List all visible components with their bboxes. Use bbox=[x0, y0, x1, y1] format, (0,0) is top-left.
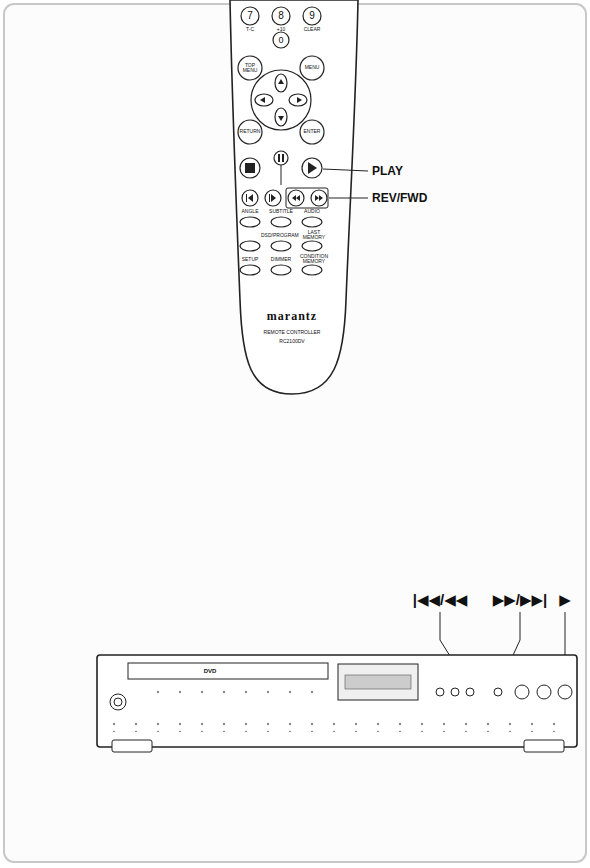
callout-label: PLAY bbox=[372, 165, 452, 178]
button-label: CLEAR bbox=[300, 27, 324, 32]
button-label: MENU bbox=[302, 65, 322, 70]
callout-label: ▶ bbox=[550, 592, 580, 608]
button-label: +10 bbox=[269, 27, 293, 32]
remote-body bbox=[230, 0, 358, 394]
button-label: RETURN bbox=[239, 129, 261, 134]
dvd-player-front-panel bbox=[97, 655, 577, 752]
button-label: CONDITION MEMORY bbox=[299, 254, 329, 265]
button-symbols bbox=[245, 79, 323, 202]
button-label: SETUP bbox=[235, 257, 265, 262]
button-label: TOP MENU bbox=[241, 63, 259, 74]
remote-buttons bbox=[238, 7, 327, 275]
callout-label: |◀◀/◀◀ bbox=[390, 592, 490, 608]
model-text: RC2100DV bbox=[247, 339, 337, 344]
button-label: SUBTITLE bbox=[266, 209, 296, 214]
button-label: DIMMER bbox=[266, 257, 296, 262]
button-label: ENTER bbox=[301, 129, 323, 134]
button-label: DSD/PROGRAM bbox=[261, 233, 295, 238]
button-label: AUDIO bbox=[297, 209, 327, 214]
callout-label: ▶▶/▶▶| bbox=[470, 592, 570, 608]
callout-label: REV/FWD bbox=[372, 192, 452, 205]
button-label: LAST MEMORY bbox=[301, 230, 327, 241]
panel-text: DVD bbox=[195, 668, 225, 674]
button-number: 9 bbox=[304, 11, 320, 22]
button-label: T-C bbox=[238, 27, 262, 32]
button-label: ANGLE bbox=[235, 209, 265, 214]
brand-logo: marantz bbox=[247, 310, 337, 323]
button-number: 7 bbox=[242, 11, 258, 22]
button-number: 8 bbox=[273, 11, 289, 22]
model-text: REMOTE CONTROLLER bbox=[247, 330, 337, 335]
button-number: 0 bbox=[274, 36, 288, 45]
callout-lines bbox=[281, 165, 565, 690]
